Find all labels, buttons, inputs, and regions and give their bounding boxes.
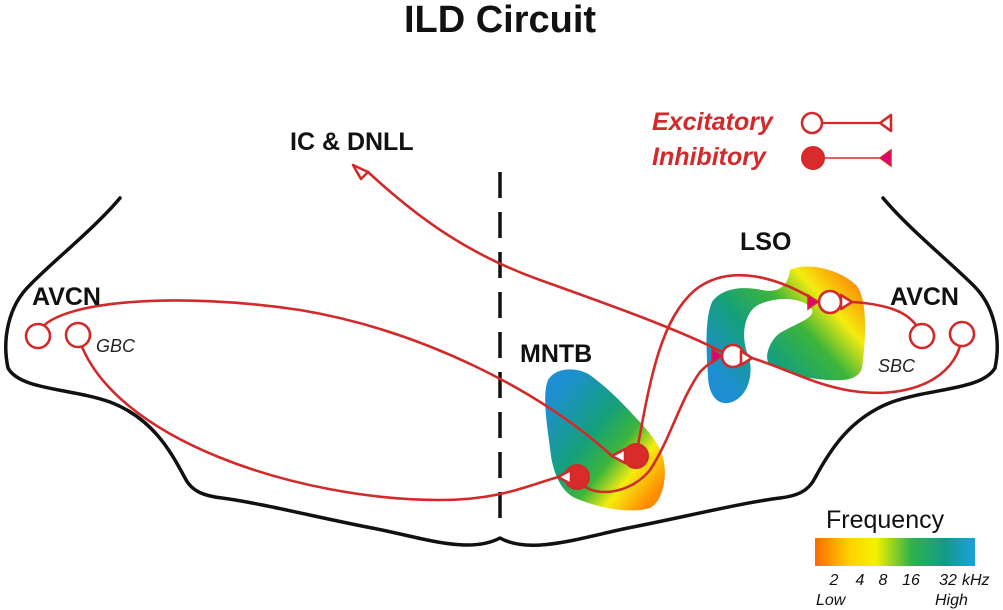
frequency-gradient-bar (815, 538, 975, 566)
lso-cell-upper (817, 289, 843, 315)
lso-lower-right-excitatory-terminal (739, 349, 754, 367)
left-avcn-cell (24, 322, 52, 350)
lso-lower-inhibitory-terminal (711, 347, 724, 365)
axon-left-gbc-to-mntb (76, 334, 560, 502)
axon-left-avcn-to-mntb (38, 299, 614, 458)
frequency-unit: kHz (962, 572, 990, 589)
mntb-nucleus (545, 369, 665, 511)
axon-mntb-to-lso-upper (634, 274, 820, 458)
avcn-left-label: AVCN (32, 283, 101, 311)
legend-inhibitory-terminal (878, 148, 892, 168)
legend-inhibitory-label: Inhibitory (652, 143, 767, 171)
mntb-label: MNTB (520, 340, 592, 368)
mntb-cell-upper (623, 443, 649, 469)
legend-inhibitory-cell (801, 146, 825, 170)
frequency-tick-3: 16 (902, 572, 920, 589)
right-avcn-cell (948, 320, 976, 348)
lso-nucleus (706, 266, 866, 404)
brainstem-outline (4, 196, 999, 547)
diagram-title: ILD Circuit (404, 0, 596, 41)
frequency-scale-title: Frequency (826, 506, 945, 534)
frequency-scale: Frequency 2 4 8 16 32 kHz Low High (815, 506, 990, 609)
legend-excitatory-label: Excitatory (652, 108, 774, 136)
target-label: IC & DNLL (290, 128, 414, 156)
gbc-label: GBC (96, 336, 136, 356)
frequency-tick-4: 32 (939, 572, 957, 589)
axon-ic-projection (366, 170, 724, 354)
legend-excitatory-terminal (878, 113, 893, 133)
avcn-right-label: AVCN (890, 283, 959, 311)
left-gbc-cell (64, 321, 92, 349)
ic-excitatory-terminal (351, 163, 370, 181)
frequency-tick-0: 2 (829, 572, 839, 589)
frequency-low-label: Low (816, 592, 847, 609)
lso-label: LSO (740, 228, 791, 256)
sbc-label: SBC (878, 356, 916, 376)
frequency-tick-2: 8 (879, 572, 888, 589)
legend: Excitatory Inhibitory (652, 108, 893, 171)
mntb-lower-excitatory-terminal (556, 468, 573, 486)
frequency-high-label: High (935, 592, 968, 609)
legend-excitatory-cell (800, 111, 824, 135)
axon-mntb-to-lso-lower (574, 354, 724, 494)
lso-upper-right-excitatory-terminal (839, 293, 854, 311)
axon-right-sbc-to-lso-lower (750, 332, 964, 395)
frequency-tick-1: 4 (856, 572, 865, 589)
mntb-upper-excitatory-terminal (610, 447, 627, 465)
right-sbc-cell (908, 322, 936, 350)
lso-upper-inhibitory-terminal (807, 293, 820, 311)
